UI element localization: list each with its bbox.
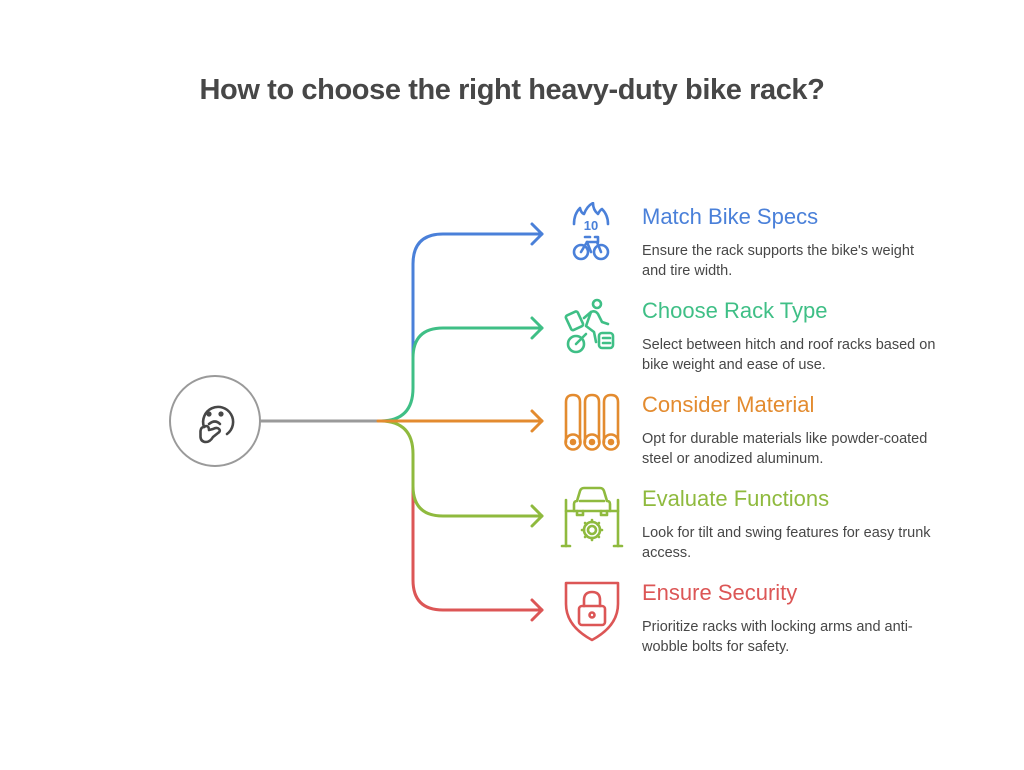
branch-heading: Evaluate Functions — [642, 486, 830, 511]
branch-heading: Match Bike Specs — [642, 204, 819, 229]
svg-text:10: 10 — [584, 218, 598, 233]
branch-heading: Consider Material — [642, 392, 815, 417]
branch-choose-rack-type: Choose Rack Type Select between hitch an… — [560, 296, 1000, 386]
arrowhead-evaluate-functions — [530, 504, 544, 528]
branch-ensure-security: Ensure Security Prioritize racks with lo… — [560, 578, 1000, 668]
car-lift-gear-icon — [560, 486, 624, 548]
branch-description: Prioritize racks with locking arms and a… — [642, 619, 913, 655]
branch-evaluate-functions: Evaluate Functions Look for tilt and swi… — [560, 484, 1000, 574]
arrowhead-ensure-security — [530, 598, 544, 622]
branch-match-bike-specs: 10 Match Bike Specs Ensure the rack supp… — [560, 202, 1000, 292]
arrowhead-match-bike-specs — [530, 222, 544, 246]
connector-match-bike-specs — [411, 232, 544, 358]
branch-description: Select between hitch and roof racks base… — [642, 337, 936, 373]
thinking-face-icon — [199, 405, 235, 444]
branch-description: Opt for durable materials like powder-co… — [642, 431, 928, 467]
center-node — [169, 375, 261, 467]
shield-lock-icon — [564, 581, 620, 642]
branch-heading: Ensure Security — [642, 580, 798, 605]
arrowhead-consider-material — [530, 409, 544, 433]
connector-choose-rack-type — [378, 326, 544, 423]
branch-heading: Choose Rack Type — [642, 298, 828, 323]
branch-description: Look for tilt and swing features for eas… — [642, 525, 931, 561]
arrowhead-choose-rack-type — [530, 316, 544, 340]
page-title: How to choose the right heavy-duty bike … — [199, 74, 825, 106]
branch-consider-material: Consider Material Opt for durable materi… — [560, 390, 1000, 480]
steel-pipes-icon — [564, 393, 620, 451]
bike-weight-icon: 10 — [572, 202, 610, 261]
connector-evaluate-functions — [378, 419, 544, 518]
connector-ensure-security — [411, 486, 544, 612]
delivery-cyclist-icon — [564, 298, 615, 354]
branch-description: Ensure the rack supports the bike's weig… — [642, 243, 914, 279]
